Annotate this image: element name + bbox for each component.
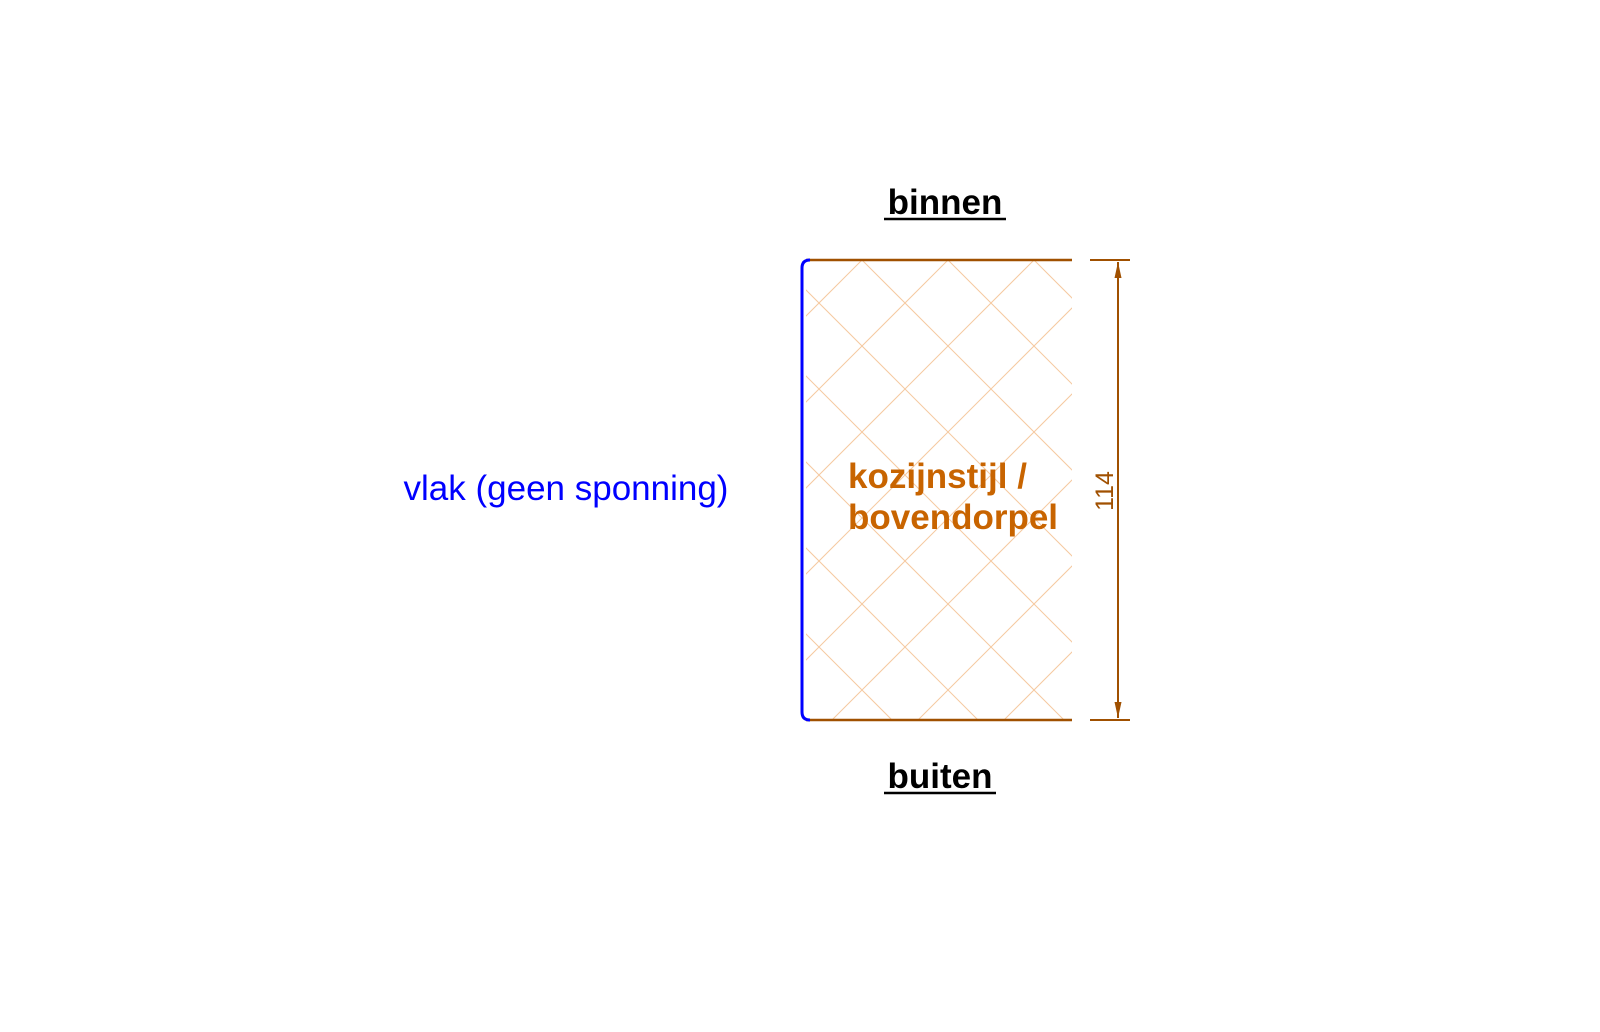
hatch-line xyxy=(1120,260,1580,720)
wood-hatch-pattern xyxy=(0,260,1600,720)
flat-side-edge xyxy=(800,258,811,722)
hatch-line xyxy=(806,375,1072,643)
hatch-line xyxy=(806,260,1035,489)
hatch-line xyxy=(806,289,1072,557)
hatch-line xyxy=(1550,260,1600,720)
height-dimension xyxy=(1090,259,1130,721)
hatch-line xyxy=(917,565,1072,720)
hatch-line xyxy=(1206,260,1600,720)
dimension-arrow-bottom xyxy=(1114,702,1122,718)
hatch-line xyxy=(0,260,432,720)
hatch-line xyxy=(806,393,1072,661)
dimension-arrow-top xyxy=(1114,262,1122,278)
member-label-line2: bovendorpel xyxy=(848,498,1058,537)
hatch-line xyxy=(806,547,979,720)
hatch-line xyxy=(1090,260,1550,720)
hatch-line xyxy=(806,307,1072,575)
hatch-line xyxy=(861,260,1072,471)
dimension-value: 114 xyxy=(1091,471,1119,511)
hatch-line xyxy=(1292,260,1600,720)
hatch-line xyxy=(806,461,1065,720)
hatch-line xyxy=(806,260,949,403)
member-label-line1: kozijnstijl / xyxy=(848,457,1027,496)
hatch-line xyxy=(1378,260,1600,720)
hatch-line xyxy=(0,260,260,720)
hatch-line xyxy=(1003,651,1072,720)
hatch-line xyxy=(0,260,346,720)
hatch-line xyxy=(1464,260,1600,720)
hatch-line xyxy=(831,479,1072,720)
hatch-line xyxy=(806,633,893,720)
outside-label: buiten xyxy=(888,757,993,796)
inside-label: binnen xyxy=(888,183,1003,222)
hatch-line xyxy=(947,260,1072,385)
flat-side-label: vlak (geen sponning) xyxy=(404,469,729,508)
